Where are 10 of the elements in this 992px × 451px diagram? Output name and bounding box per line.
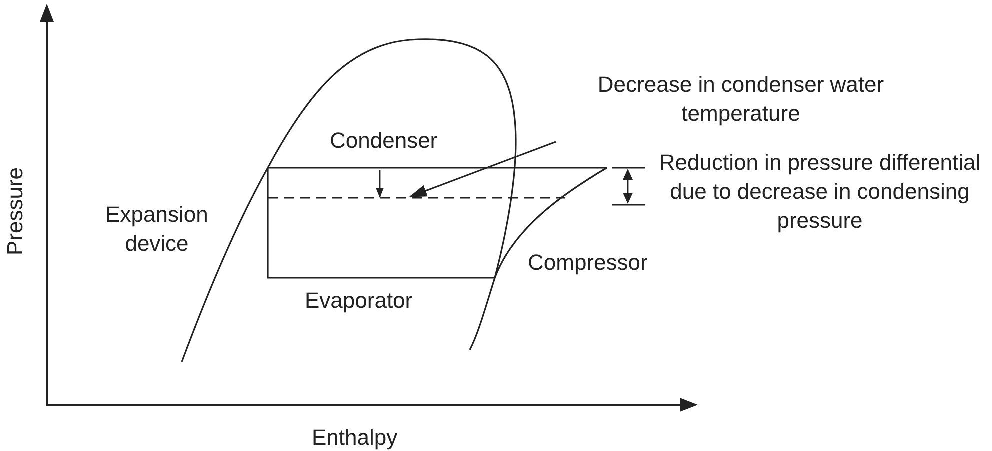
region-label: Compressor — [528, 249, 648, 277]
axis-title: Enthalpy — [312, 424, 398, 451]
annotation-text: Decrease in condenser water temperature — [556, 70, 926, 142]
annotation-text: Reduction in pressure differential due to decrease in condensing pressure — [658, 149, 982, 235]
axis-title: Pressure — [2, 166, 28, 256]
leader-arrow — [409, 141, 556, 198]
reduced-pressure-line — [268, 197, 565, 199]
region-label: Expansion device — [104, 201, 210, 258]
region-label: Condenser — [330, 127, 438, 155]
region-label: Evaporator — [305, 287, 413, 315]
